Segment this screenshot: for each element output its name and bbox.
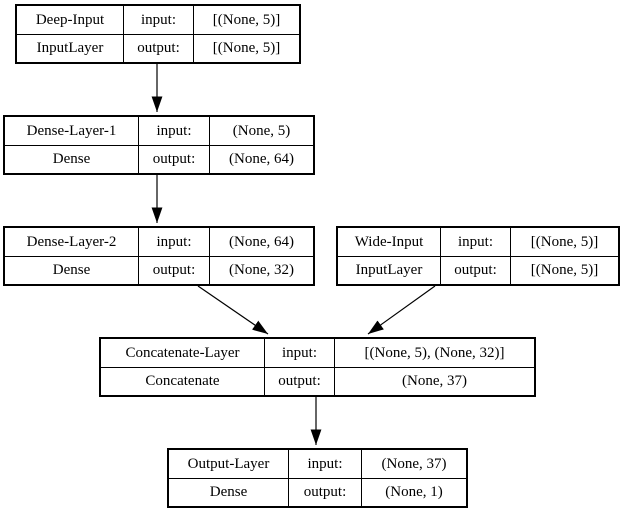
layer-name: Output-Layer <box>187 455 270 472</box>
input-shape: (None, 5) <box>209 117 313 145</box>
node-output-layer: Output-Layer input: (None, 37) Dense out… <box>167 448 468 508</box>
output-shape: (None, 64) <box>209 145 313 173</box>
input-shape: (None, 64) <box>209 228 313 256</box>
layer-type: InputLayer <box>17 34 123 62</box>
input-label: input: <box>123 6 193 34</box>
output-label: output: <box>288 478 361 506</box>
layer-name: Wide-Input <box>354 233 424 250</box>
input-shape: [(None, 5)] <box>510 228 618 256</box>
output-shape: (None, 37) <box>334 367 534 395</box>
layer-type: Concatenate <box>101 367 264 395</box>
layer-name: Dense-Layer-1 <box>26 122 117 139</box>
layer-type: Dense <box>169 478 288 506</box>
output-shape: [(None, 5)] <box>510 256 618 284</box>
output-shape: (None, 1) <box>361 478 466 506</box>
node-deep-input: Deep-Input input: [(None, 5)] InputLayer… <box>15 4 301 64</box>
layer-name: Dense-Layer-2 <box>26 233 117 250</box>
input-label: input: <box>138 117 209 145</box>
output-label: output: <box>138 145 209 173</box>
input-label: input: <box>440 228 510 256</box>
node-dense-layer-1: Dense-Layer-1 input: (None, 5) Dense out… <box>3 115 315 175</box>
output-label: output: <box>440 256 510 284</box>
input-label: input: <box>138 228 209 256</box>
input-label: input: <box>264 339 334 367</box>
node-dense-layer-2: Dense-Layer-2 input: (None, 64) Dense ou… <box>3 226 315 286</box>
layer-name: Deep-Input <box>35 11 105 28</box>
node-wide-input: Wide-Input input: [(None, 5)] InputLayer… <box>336 226 620 286</box>
edge-dense-layer-2-to-concatenate-layer <box>197 285 269 335</box>
input-shape: (None, 37) <box>361 450 466 478</box>
input-shape: [(None, 5), (None, 32)] <box>334 339 534 367</box>
output-label: output: <box>123 34 193 62</box>
layer-type: Dense <box>5 256 138 284</box>
layer-type: InputLayer <box>338 256 440 284</box>
layer-name: Concatenate-Layer <box>125 344 240 361</box>
input-shape: [(None, 5)] <box>193 6 299 34</box>
layer-type: Dense <box>5 145 138 173</box>
input-label: input: <box>288 450 361 478</box>
output-shape: (None, 32) <box>209 256 313 284</box>
output-label: output: <box>264 367 334 395</box>
output-label: output: <box>138 256 209 284</box>
node-concatenate-layer: Concatenate-Layer input: [(None, 5), (No… <box>99 337 536 397</box>
output-shape: [(None, 5)] <box>193 34 299 62</box>
edge-wide-input-to-concatenate-layer <box>367 285 436 335</box>
